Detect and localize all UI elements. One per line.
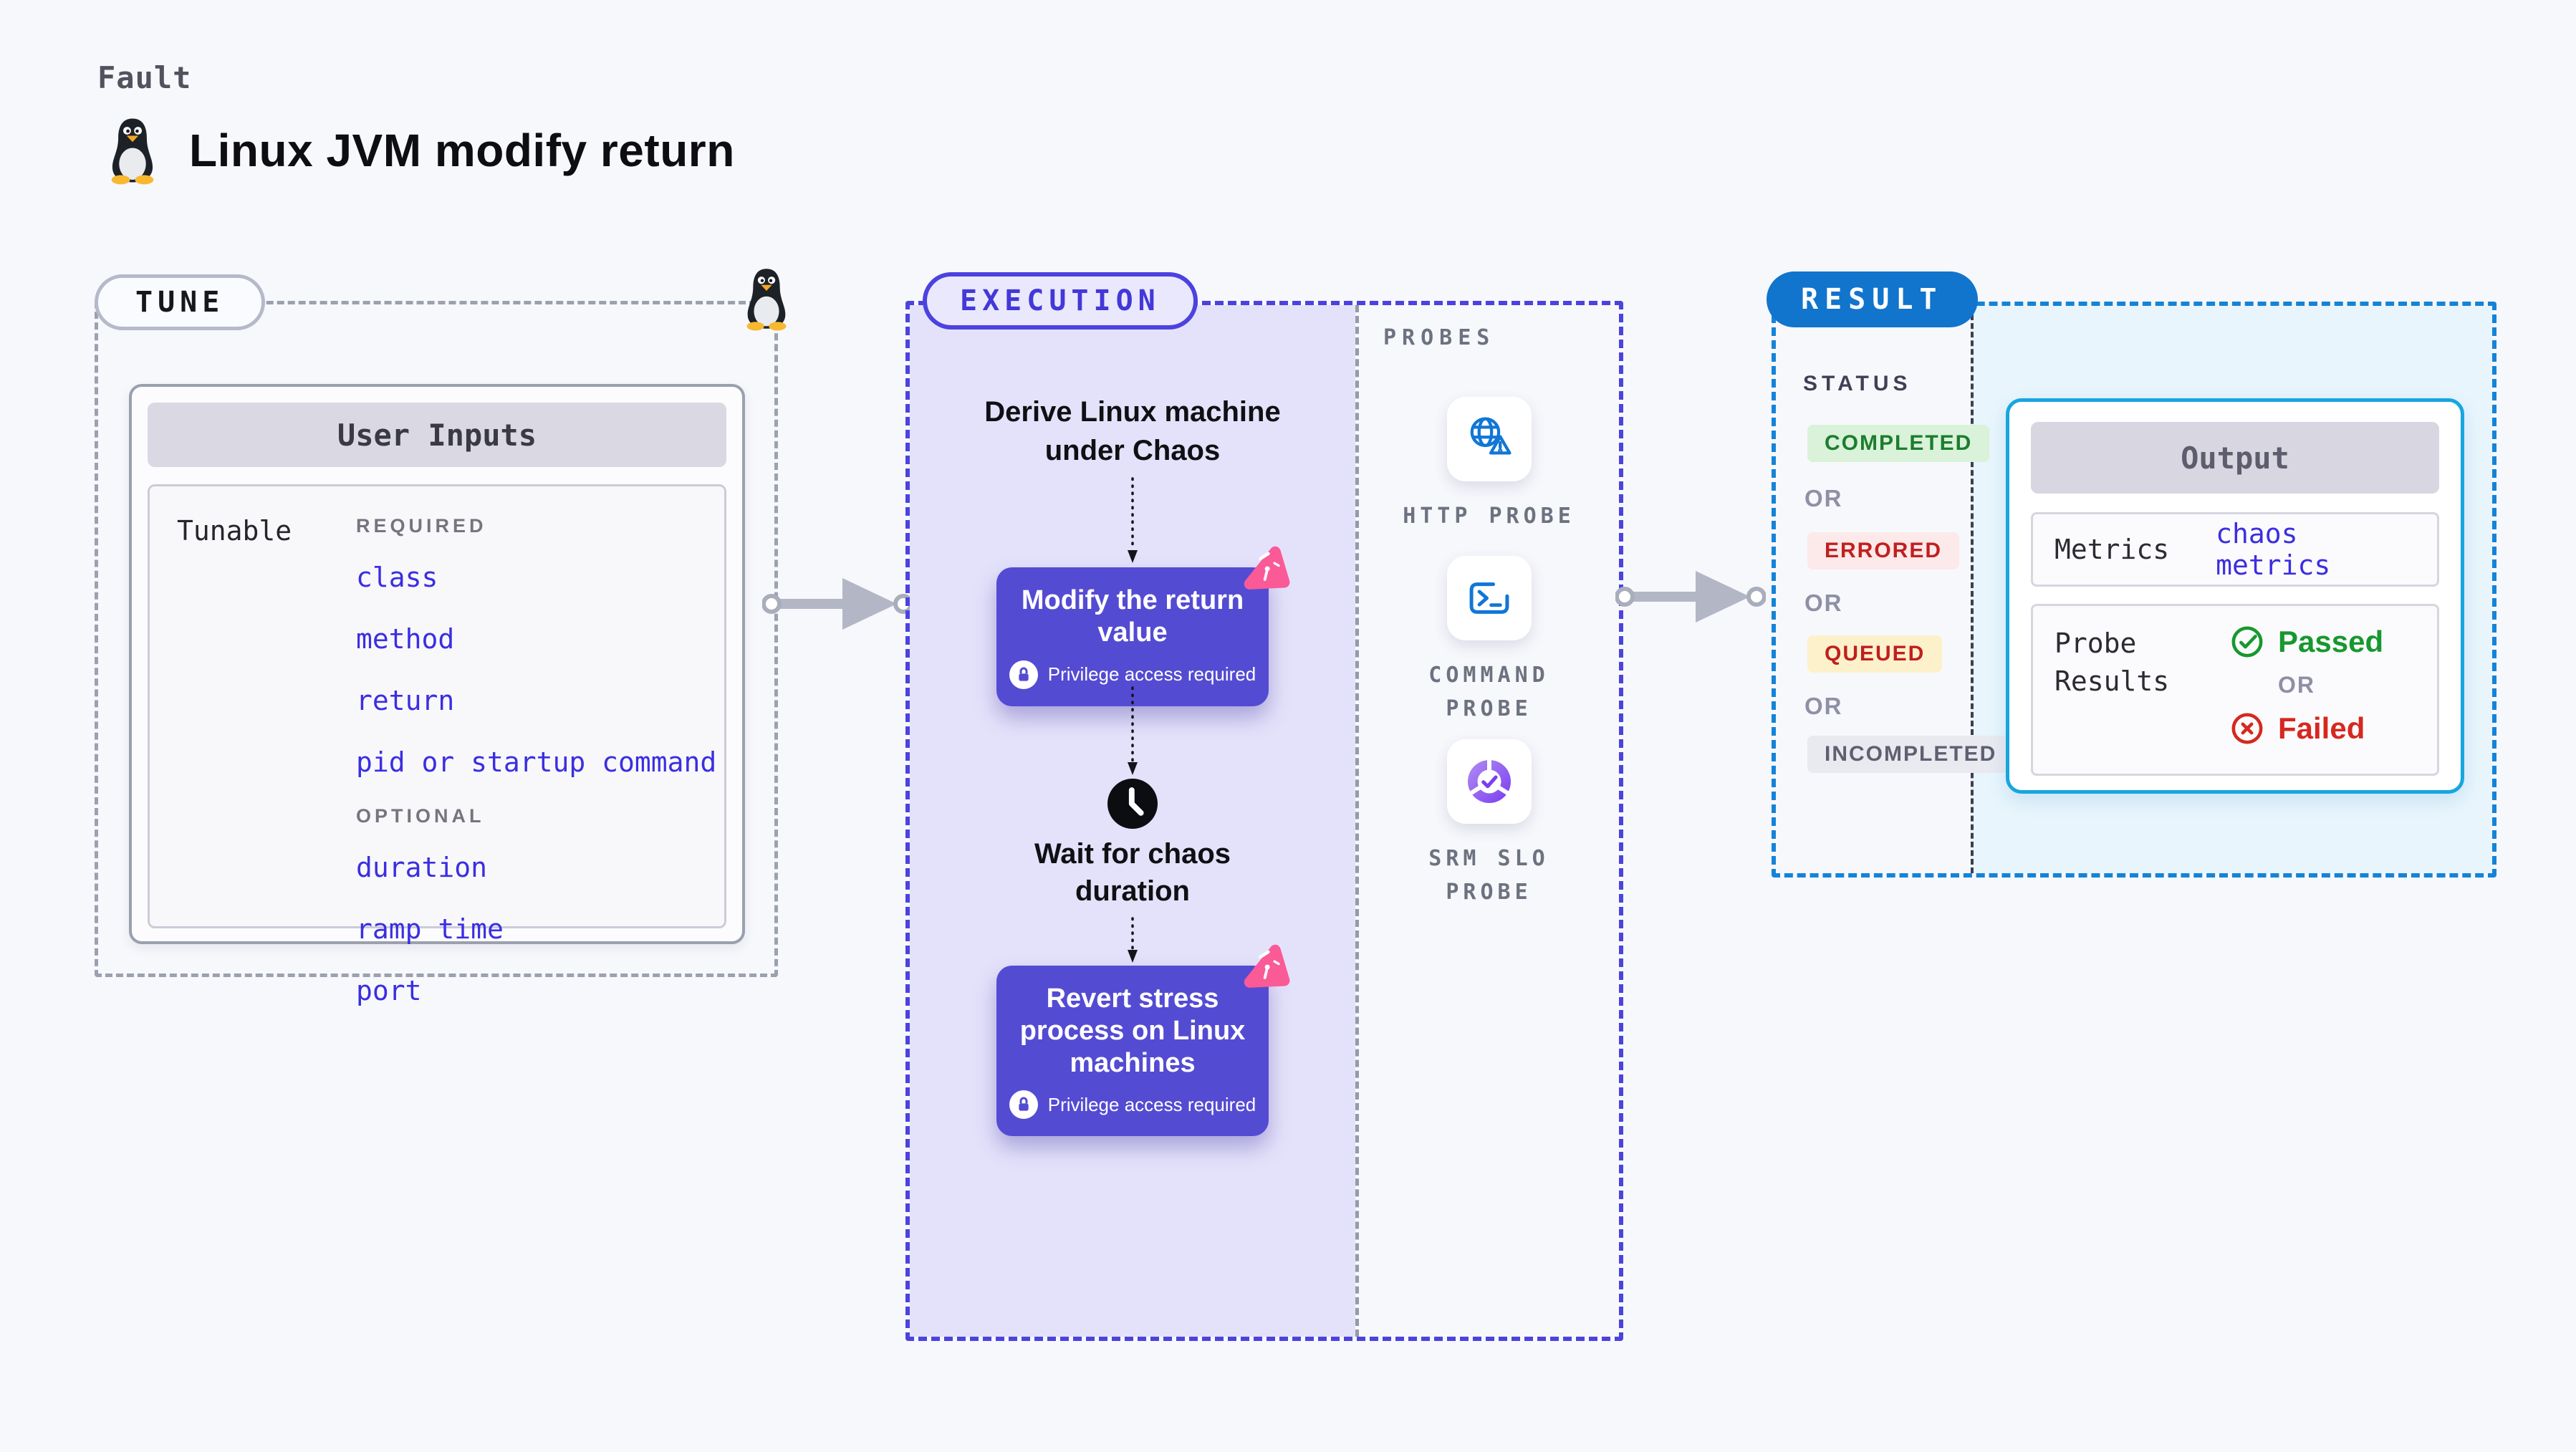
probe-card [1446,739,1532,824]
arrow-tune-to-execution [762,578,913,630]
probe-srm-slo: SRM SLO PROBE [1359,739,1619,909]
tunable-row-label: Tunable [177,515,292,547]
privilege-row: Privilege access required [1006,660,1259,689]
chaos-fault-icon [1244,944,1290,988]
input-link-ramp-time[interactable]: ramp time [356,913,504,945]
terminal-icon [1469,582,1509,614]
globe-alert-icon [1470,417,1512,455]
slo-donut-check-icon [1467,758,1511,803]
privilege-note: Privilege access required [1047,663,1256,686]
dotted-connector [1128,686,1138,775]
metrics-row: Metrics chaos metrics [2031,512,2439,587]
wait-step-label: Wait for chaos duration [1034,838,1231,907]
input-link-port[interactable]: port [356,975,422,1006]
derive-step-label: Derive Linux machine under Chaos [984,396,1281,466]
input-link-class[interactable]: class [356,562,438,593]
status-badge-errored: ERRORED [1807,532,1960,569]
probe-verdicts: Passed OR Failed [2231,625,2383,774]
output-card: Output Metrics chaos metrics Probe Resul… [2006,398,2464,794]
chaos-fault-icon [1244,546,1290,590]
or-separator: OR [2278,672,2315,698]
verdict-failed: Failed [2231,711,2383,746]
status-badge-queued: QUEUED [1807,635,1943,673]
user-inputs-body: Tunable REQUIRED class method return pid… [148,484,726,1006]
user-inputs-title: User Inputs [148,403,726,467]
lock-icon [1009,660,1038,689]
page-title: Linux JVM modify return [189,125,735,176]
probes-panel: PROBES HTTP PROBE [1355,305,1619,1337]
execution-flow: Derive Linux machine under Chaos Modify … [910,305,1355,1337]
dotted-connector [1128,477,1138,563]
modify-return-step: Modify the return value Privilege access… [996,546,1290,706]
probe-results-label: Probe Results [2054,628,2170,698]
tune-section [95,301,778,977]
failed-label: Failed [2278,711,2365,745]
fault-label: Fault [97,60,192,95]
output-title: Output [2031,422,2439,494]
probe-results-row: Probe Results Passed OR Failed [2031,604,2439,776]
metrics-value-link[interactable]: chaos metrics [2216,518,2331,581]
title-row: Linux JVM modify return [105,116,735,185]
required-label: REQUIRED [356,515,487,537]
probe-label: HTTP PROBE [1403,504,1575,529]
status-label: STATUS [1803,372,1912,395]
probe-card [1446,397,1532,481]
probe-label: COMMAND PROBE [1428,663,1549,721]
input-link-return[interactable]: return [356,685,455,716]
input-link-duration[interactable]: duration [356,852,488,883]
optional-label: OPTIONAL [356,805,485,827]
or-separator: OR [1804,485,1843,511]
probe-http: HTTP PROBE [1359,397,1619,534]
execution-section: Derive Linux machine under Chaos Modify … [905,301,1623,1341]
modify-step-label: Modify the return value [1021,585,1244,648]
privilege-note: Privilege access required [1047,1093,1256,1115]
arrow-execution-to-result [1615,571,1766,622]
or-separator: OR [1804,590,1843,616]
lock-icon [1009,1090,1038,1120]
verdict-passed: Passed [2231,625,2383,659]
passed-label: Passed [2278,625,2384,658]
probes-label: PROBES [1383,325,1496,350]
input-link-method[interactable]: method [356,623,455,655]
x-circle-icon [2231,713,2263,744]
check-circle-icon [2231,626,2263,658]
probe-card [1446,556,1532,640]
tune-badge: TUNE [95,274,266,330]
tux-penguin-icon [746,269,787,331]
input-link-pid-or-startup-command[interactable]: pid or startup command [356,746,717,778]
execution-badge: EXECUTION [923,272,1198,330]
user-inputs-card: User Inputs Tunable REQUIRED class metho… [129,384,745,1006]
metrics-label: Metrics [2054,534,2170,565]
status-badge-completed: COMPLETED [1807,425,1990,462]
result-badge: RESULT [1767,271,1978,327]
revert-step-label: Revert stress process on Linux machines [1019,984,1246,1078]
probe-command: COMMAND PROBE [1359,556,1619,726]
dotted-connector [1128,917,1138,963]
probe-label: SRM SLO PROBE [1428,846,1549,905]
revert-step: Revert stress process on Linux machines … [996,944,1290,1137]
tunable-inputs-list: REQUIRED class method return pid or star… [356,515,717,1006]
clock-icon [1107,779,1158,829]
status-badge-incompleted: INCOMPLETED [1807,736,2014,773]
tux-penguin-icon [111,118,154,185]
privilege-row: Privilege access required [1006,1090,1259,1120]
or-separator: OR [1804,693,1843,719]
